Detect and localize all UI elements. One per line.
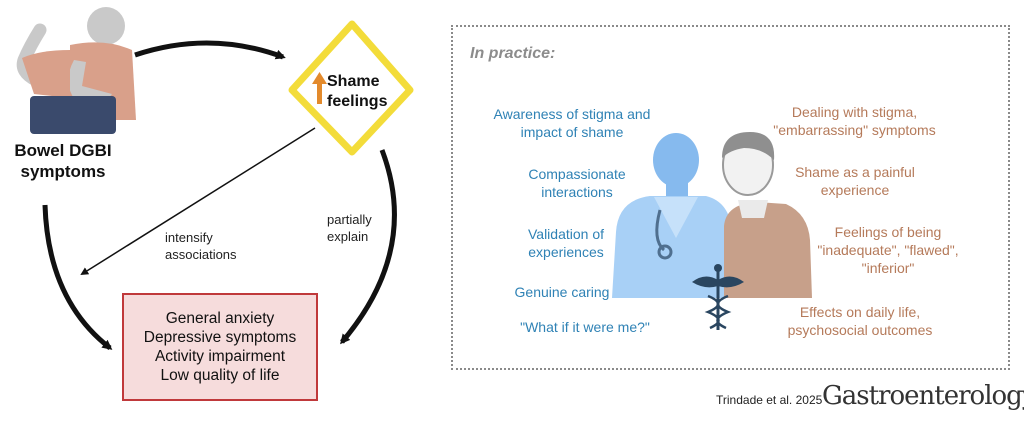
outcome-item: Depressive symptoms xyxy=(143,329,297,346)
patient-label: Bowel DGBI symptoms xyxy=(14,141,112,181)
clinician-point: Validation of experiences xyxy=(527,226,604,260)
patient-practice-figure-icon xyxy=(722,132,812,298)
outcome-item: Low quality of life xyxy=(160,367,280,384)
patient-figure-icon xyxy=(16,7,136,134)
practice-title: In practice: xyxy=(470,45,556,62)
practice-panel xyxy=(451,25,1010,370)
outcomes-box: General anxiety Depressive symptoms Acti… xyxy=(122,293,318,401)
clinician-figure-icon xyxy=(612,133,738,298)
arrow-symptoms-to-shame xyxy=(134,40,286,60)
edge-label-explain: partially explain xyxy=(327,212,372,244)
arrow-shame-to-outcomes xyxy=(340,149,397,345)
clinician-point: Awareness of stigma and impact of shame xyxy=(493,106,651,140)
citation: Trindade et al. 2025 xyxy=(716,393,823,407)
edge-label-intensify: intensify associations xyxy=(165,230,237,262)
arrow-symptoms-to-outcomes xyxy=(42,204,113,350)
patient-point: Dealing with stigma, "embarrassing" symp… xyxy=(773,104,936,138)
patient-point: Feelings of being "inadequate", "flawed"… xyxy=(817,224,959,276)
journal-logo: Gastroenterology xyxy=(822,381,1024,411)
clinician-point: Genuine caring xyxy=(514,284,610,300)
outcome-item: General anxiety xyxy=(165,310,275,327)
arrow-intensify xyxy=(80,127,316,276)
clinician-point: "What if it were me?" xyxy=(520,319,650,335)
shame-diamond xyxy=(288,20,414,156)
clinician-point: Compassionate interactions xyxy=(528,166,626,200)
patient-point: Shame as a painful experience xyxy=(795,164,915,198)
caduceus-icon xyxy=(692,264,744,330)
up-arrow-icon xyxy=(312,72,327,104)
shame-label: Shame feelings xyxy=(327,73,388,110)
outcome-item: Activity impairment xyxy=(154,348,286,365)
patient-point: Effects on daily life, psychosocial outc… xyxy=(787,304,933,338)
